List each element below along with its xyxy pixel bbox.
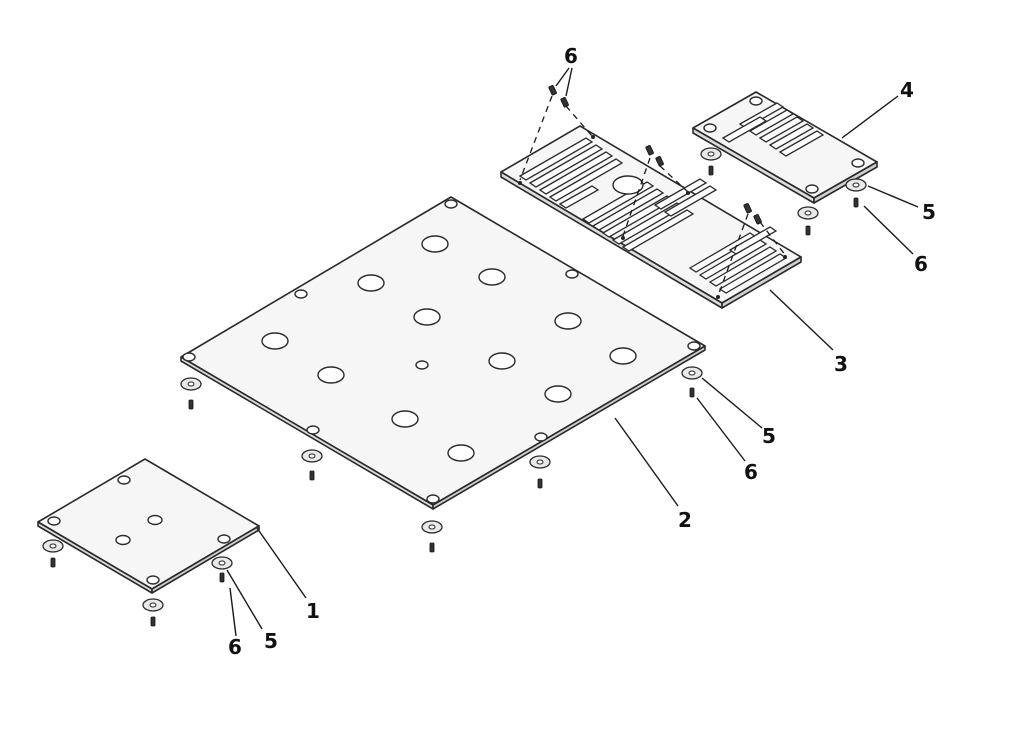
screw [853,197,859,208]
screw [560,97,569,108]
label-screw-left: 6 [228,635,242,659]
screw [219,572,225,583]
washer [42,539,64,553]
screw [309,470,315,481]
label-part-2: 2 [678,508,692,532]
label-part-1: 1 [306,599,320,623]
washer [797,206,819,220]
screw [708,165,714,176]
screw [548,85,557,96]
label-washer-right: 5 [762,424,776,448]
washer [700,147,722,161]
label-washer-left: 5 [264,629,278,653]
washer [301,449,323,463]
label-screw-grille: 6 [564,44,578,68]
small-plate [37,458,260,594]
screw [743,203,752,214]
screw [655,156,664,167]
screw [753,214,762,225]
washer [681,366,703,380]
leader-lines [226,67,919,637]
label-screw-right: 6 [744,460,758,484]
washer [421,520,443,534]
label-part-3: 3 [834,352,848,376]
screw [689,387,695,398]
part-labels: 1 2 3 4 5 6 5 6 5 6 6 [228,44,936,659]
label-washer-top: 5 [922,200,936,224]
label-screw-top: 6 [914,252,928,276]
washer [845,178,867,192]
alignment-lines [519,95,787,297]
screw [150,616,156,627]
washer [142,598,164,612]
large-plate [180,196,706,510]
washer [180,377,202,391]
small-grille [692,91,878,204]
screw [50,557,56,568]
screw [537,478,543,489]
screw [429,542,435,553]
hardware-set [42,85,867,627]
label-part-4: 4 [900,78,914,102]
screw [805,225,811,236]
washer [529,455,551,469]
screw [188,399,194,410]
large-grille [500,125,802,309]
screw [645,145,654,156]
washer [211,556,233,570]
